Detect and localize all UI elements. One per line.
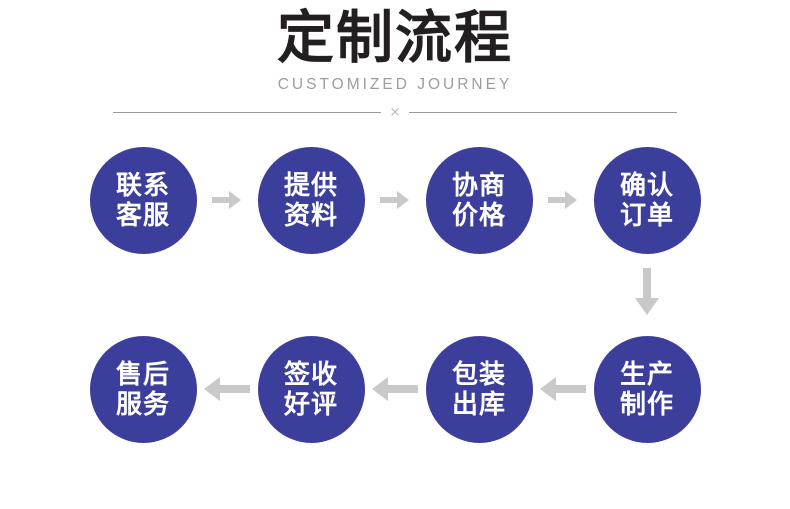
flow-node-label-line2: 服务 <box>115 389 170 419</box>
flow-node-label-line2: 价格 <box>451 200 506 230</box>
divider-rule-left <box>113 111 381 113</box>
arrow-down-icon <box>634 268 660 316</box>
flow-node-contact-service[interactable]: 联系 客服 <box>89 146 197 254</box>
flow-node-after-sales-service[interactable]: 售后 服务 <box>89 335 197 443</box>
arrow-left-icon <box>540 376 586 402</box>
flow-node-label-line1: 协商 <box>451 170 506 200</box>
flow-node-production[interactable]: 生产 制作 <box>593 335 701 443</box>
arrow-right-icon <box>548 189 578 211</box>
flow-node-label-line1: 售后 <box>115 359 170 389</box>
flow-node-label-line1: 签收 <box>283 359 338 389</box>
flow-node-label-line1: 包装 <box>451 359 506 389</box>
flow-node-label-line2: 订单 <box>619 200 674 230</box>
arrow-left-icon <box>372 376 418 402</box>
flow-node-label-line2: 出库 <box>451 389 506 419</box>
divider-rule-right <box>409 111 677 113</box>
flow-node-package-and-ship[interactable]: 包装 出库 <box>425 335 533 443</box>
flow-node-label-line1: 确认 <box>619 170 674 200</box>
flow-node-label-line1: 生产 <box>619 359 674 389</box>
page-title: 定制流程 <box>277 6 513 70</box>
arrow-left-icon <box>204 376 250 402</box>
flow-node-negotiate-price[interactable]: 协商 价格 <box>425 146 533 254</box>
flow-node-label-line2: 好评 <box>283 389 338 419</box>
flow-node-label-line1: 联系 <box>115 170 170 200</box>
arrow-right-icon <box>380 189 410 211</box>
page-subtitle: CUSTOMIZED JOURNEY <box>277 76 513 93</box>
flow-node-provide-info[interactable]: 提供 资料 <box>257 146 365 254</box>
divider-cross-icon: × <box>389 104 401 120</box>
flow-node-label-line2: 制作 <box>619 389 674 419</box>
arrow-right-icon <box>212 189 242 211</box>
flow-node-label-line2: 资料 <box>283 200 338 230</box>
flow-node-label-line1: 提供 <box>283 170 338 200</box>
flow-node-label-line2: 客服 <box>115 200 170 230</box>
title-divider: × <box>113 103 677 121</box>
flow-node-confirm-order[interactable]: 确认 订单 <box>593 146 701 254</box>
flow-node-sign-and-review[interactable]: 签收 好评 <box>257 335 365 443</box>
